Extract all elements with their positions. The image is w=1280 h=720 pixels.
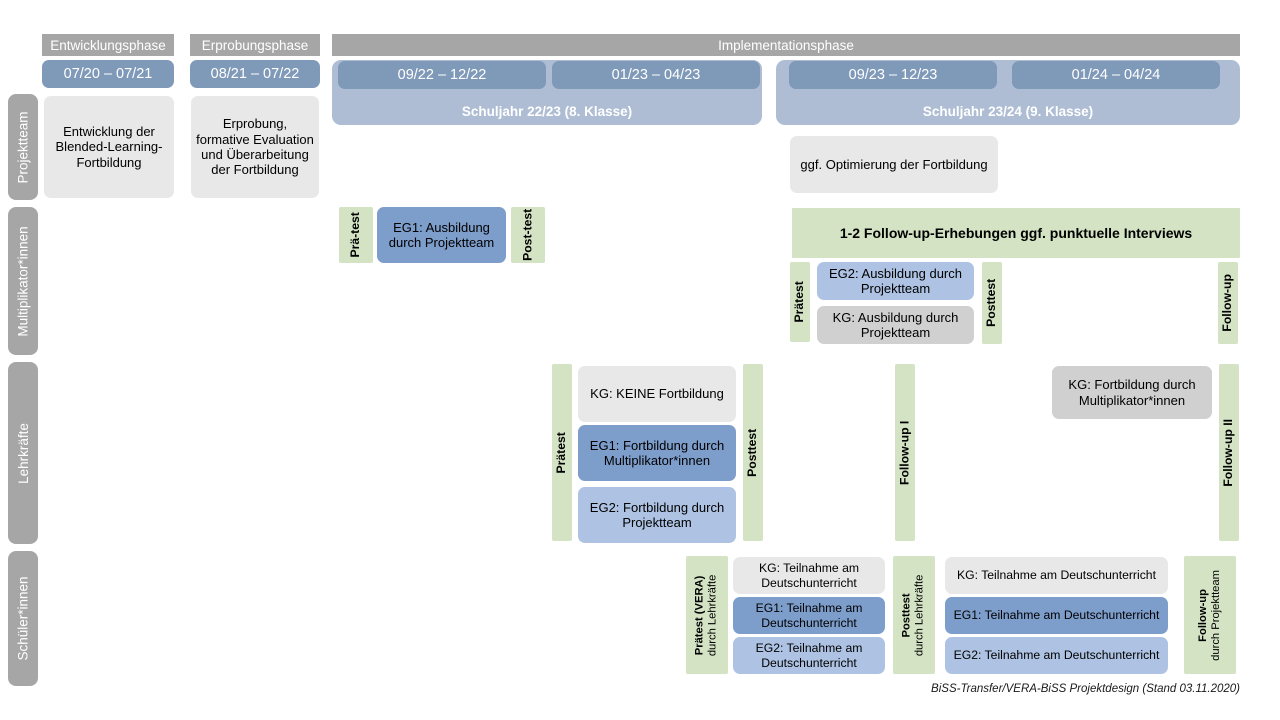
multiplikatoren-posttest-label-1: Post-test — [520, 208, 535, 262]
multiplikatoren-eg2-box: EG2: Ausbildung durch Projektteam — [817, 262, 974, 300]
multiplikatoren-followup-label: Follow-up — [1220, 274, 1235, 332]
multiplikatoren-praetest-strip-1: Prä-test — [339, 207, 373, 263]
lehrkraefte-kg-keine-label: KG: KEINE Fortbildung — [590, 386, 724, 402]
schueler-followup-sub-label: durch Projektteam — [1210, 569, 1223, 661]
phase-header-entwicklungsphase: Entwicklungsphase — [42, 34, 174, 56]
projektteam-optimierung-box: ggf. Optimierung der Fortbildung — [790, 136, 998, 193]
row-label-text: Multiplikator*innen — [15, 225, 31, 337]
lehrkraefte-eg2-label: EG2: Fortbildung durch Projektteam — [589, 499, 725, 530]
schueler-eg2-label: EG2: Teilnahme am Deutschunterricht — [755, 641, 863, 670]
lehrkraefte-followup-1-strip: Follow-up I — [895, 364, 915, 541]
multiplikatoren-praetest-label-2: Prätest — [792, 281, 807, 323]
row-label-lehrkraefte: Lehrkräfte — [8, 362, 38, 544]
schueler-eg1-label: EG1: Teilnahme am Deutschunterricht — [755, 601, 863, 630]
lehrkraefte-eg2-box: EG2: Fortbildung durch Projektteam — [578, 487, 736, 543]
multiplikatoren-followup-banner: 1-2 Follow-up-Erhebungen ggf. punktuelle… — [792, 208, 1240, 258]
schueler-eg2-box-right: EG2: Teilnahme am Deutschunterricht — [945, 637, 1168, 674]
phase-header-label: Erprobungsphase — [201, 37, 309, 53]
row-label-projektteam: Projektteam — [8, 94, 38, 200]
projektteam-optimierung-label: ggf. Optimierung der Fortbildung — [800, 156, 988, 172]
phase-header-erprobungsphase: Erprobungsphase — [190, 34, 320, 56]
date-chip-0124-0424: 01/24 – 04/24 — [1012, 61, 1220, 89]
schueler-eg2-box-left: EG2: Teilnahme am Deutschunterricht — [733, 637, 885, 674]
lehrkraefte-posttest-strip: Posttest — [743, 364, 763, 541]
schueler-followup-main-label: Follow-up — [1196, 588, 1209, 642]
row-label-text: Projektteam — [15, 110, 31, 184]
phase-header-implementationsphase: Implementationsphase — [332, 34, 1240, 56]
multiplikatoren-eg1-box: EG1: Ausbildung durch Projektteam — [377, 207, 506, 263]
lehrkraefte-followup-2-strip: Follow-up II — [1219, 364, 1239, 541]
row-label-schuelerinnen: Schüler*innen — [8, 551, 38, 686]
multiplikatoren-posttest-label-2: Posttest — [984, 278, 999, 328]
footer-caption: BiSS-Transfer/VERA-BiSS Projektdesign (S… — [700, 683, 1240, 699]
lehrkraefte-kg-fortbildung-box: KG: Fortbildung durch Multiplikator*inne… — [1052, 366, 1212, 419]
lehrkraefte-eg1-label: EG1: Fortbildung durch Multiplikator*inn… — [589, 437, 725, 468]
lehrkraefte-praetest-label: Prätest — [554, 431, 569, 474]
schueler-eg1-box-right: EG1: Teilnahme am Deutschunterricht — [945, 597, 1168, 634]
date-chip-0720-0721: 07/20 – 07/21 — [42, 60, 174, 88]
lehrkraefte-kg-keine-box: KG: KEINE Fortbildung — [578, 366, 736, 422]
multiplikatoren-praetest-label-1: Prä-test — [348, 212, 363, 258]
lehrkraefte-followup-1-label: Follow-up I — [897, 420, 912, 485]
projektteam-entwicklung-box: Entwicklung der Blended-Learning-Fortbil… — [44, 96, 174, 198]
phase-header-label: Entwicklungsphase — [50, 37, 166, 53]
date-chip-0923-1223: 09/23 – 12/23 — [789, 61, 997, 89]
date-chip-0922-1222: 09/22 – 12/22 — [338, 61, 546, 89]
schueler-followup-strip: Follow-up durch Projektteam — [1184, 556, 1236, 674]
lehrkraefte-followup-2-label: Follow-up II — [1221, 418, 1236, 487]
projektteam-erprobung-box: Erprobung, formative Evaluation und Über… — [191, 96, 319, 198]
multiplikatoren-posttest-strip-2: Posttest — [982, 262, 1002, 344]
schueler-eg2-label: EG2: Teilnahme am Deutschunterricht — [953, 648, 1160, 663]
date-chip-label: 08/21 – 07/22 — [210, 66, 300, 82]
schueler-posttest-strip: Posttest durch Lehrkräfte — [893, 556, 935, 674]
lehrkraefte-posttest-label: Posttest — [745, 428, 760, 477]
schueler-kg-label: KG: Teilnahme am Deutschunterricht — [957, 568, 1156, 583]
schueler-eg1-box-left: EG1: Teilnahme am Deutschunterricht — [733, 597, 885, 634]
date-chip-0123-0423: 01/23 – 04/23 — [552, 61, 760, 89]
multiplikatoren-followup-strip: Follow-up — [1218, 262, 1238, 344]
multiplikatoren-followup-banner-label: 1-2 Follow-up-Erhebungen ggf. punktuelle… — [839, 224, 1193, 241]
date-chip-label: 09/23 – 12/23 — [848, 67, 938, 83]
projektteam-entwicklung-label: Entwicklung der Blended-Learning-Fortbil… — [55, 124, 163, 170]
date-chip-0821-0722: 08/21 – 07/22 — [190, 60, 320, 88]
schueler-praetest-sub-label: durch Lehrkräfte — [707, 574, 719, 656]
footer-caption-text: BiSS-Transfer/VERA-BiSS Projektdesign (S… — [931, 683, 1240, 695]
lehrkraefte-kg-fortbildung-label: KG: Fortbildung durch Multiplikator*inne… — [1068, 377, 1196, 408]
multiplikatoren-kg-box: KG: Ausbildung durch Projektteam — [817, 306, 974, 344]
multiplikatoren-kg-label: KG: Ausbildung durch Projektteam — [832, 309, 959, 340]
schueler-praetest-main-label: Prätest (VERA) — [693, 575, 706, 655]
schueler-posttest-sub-label: durch Lehrkräfte — [914, 574, 926, 656]
schueler-kg-box-right: KG: Teilnahme am Deutschunterricht — [945, 557, 1168, 594]
row-label-text: Schüler*innen — [15, 576, 31, 661]
schueler-eg1-label: EG1: Teilnahme am Deutschunterricht — [953, 608, 1160, 623]
phase-header-label: Implementationsphase — [718, 37, 854, 53]
row-label-text: Lehrkräfte — [15, 422, 31, 484]
date-chip-label: 07/20 – 07/21 — [63, 66, 153, 82]
date-chip-label: 01/23 – 04/23 — [611, 67, 701, 83]
multiplikatoren-posttest-strip-1: Post-test — [511, 207, 545, 263]
projektteam-erprobung-label: Erprobung, formative Evaluation und Über… — [196, 116, 314, 178]
schueler-praetest-strip: Prätest (VERA) durch Lehrkräfte — [686, 556, 728, 674]
row-label-multiplikatorinnen: Multiplikator*innen — [8, 207, 38, 355]
multiplikatoren-praetest-strip-2: Prätest — [790, 262, 810, 342]
lehrkraefte-praetest-strip: Prätest — [552, 364, 572, 541]
schueler-kg-box-left: KG: Teilnahme am Deutschunterricht — [733, 557, 885, 594]
lehrkraefte-eg1-box: EG1: Fortbildung durch Multiplikator*inn… — [578, 425, 736, 481]
date-chip-label: 09/22 – 12/22 — [397, 67, 487, 83]
date-chip-label: 01/24 – 04/24 — [1071, 67, 1161, 83]
schuljahr-label: Schuljahr 23/24 (9. Klasse) — [922, 104, 1094, 119]
multiplikatoren-eg2-label: EG2: Ausbildung durch Projektteam — [829, 265, 962, 296]
schueler-kg-label: KG: Teilnahme am Deutschunterricht — [758, 561, 860, 590]
schuljahr-label: Schuljahr 22/23 (8. Klasse) — [461, 104, 633, 119]
multiplikatoren-eg1-label: EG1: Ausbildung durch Projektteam — [388, 219, 495, 250]
schueler-posttest-main-label: Posttest — [900, 592, 913, 638]
